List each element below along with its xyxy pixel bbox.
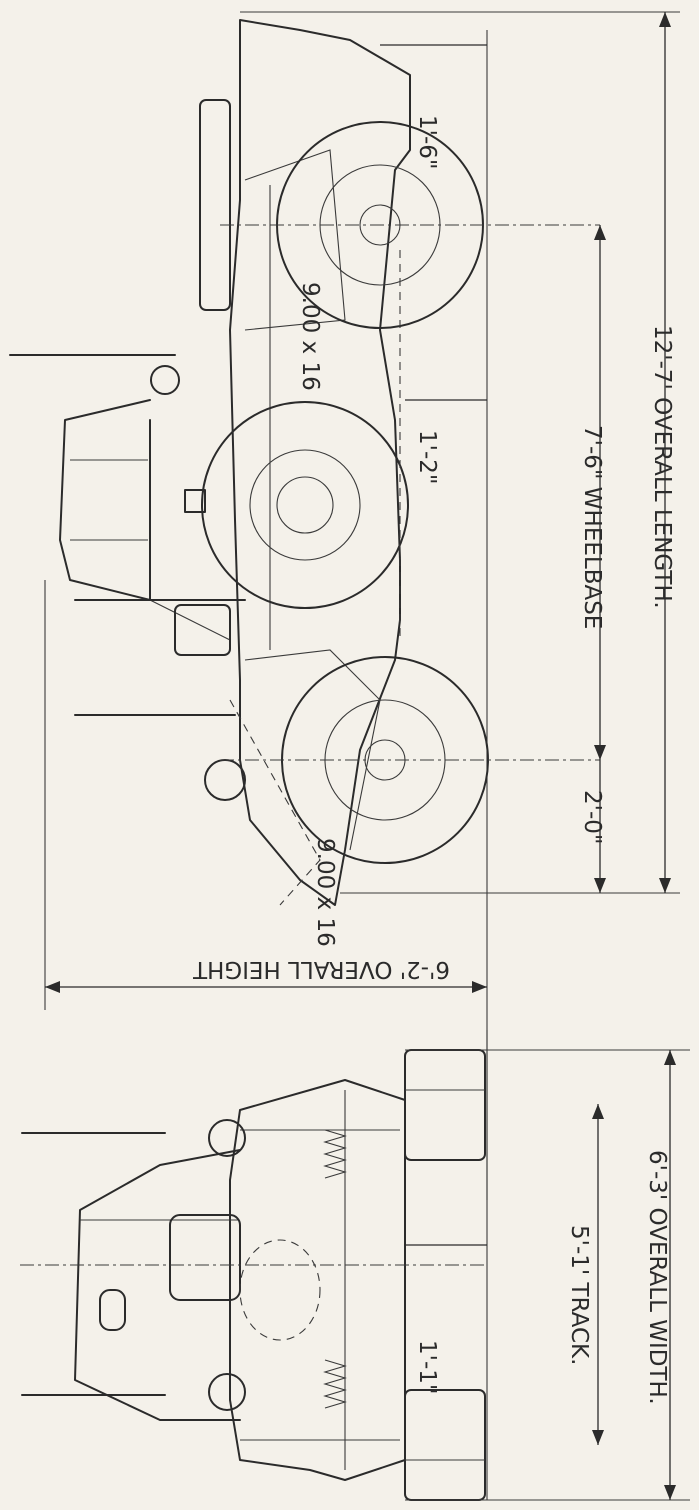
right-headlight xyxy=(208,1119,246,1157)
front-hull-panel xyxy=(244,649,381,851)
front-hatch xyxy=(169,1214,241,1301)
side-turret xyxy=(59,399,151,601)
side-view: 9.00 x 16 9.00 x 16 1'-6" 1'-2" 7'-6" WH… xyxy=(9,11,680,1200)
front-view: 1'-1" 5'-1' TRACK. 6'-3' OVERALL WIDTH. xyxy=(20,1030,690,1501)
right-wheel xyxy=(404,1049,486,1161)
headlamp xyxy=(204,759,246,801)
front-overhang-label: 2'-0" xyxy=(579,790,605,844)
left-coil-spring xyxy=(323,1359,347,1409)
side-vision-port xyxy=(184,489,206,513)
stowage-box xyxy=(199,99,231,311)
belly-clearance-label: 1'-2" xyxy=(414,430,440,484)
front-turret xyxy=(74,1149,241,1421)
turret-front-line xyxy=(149,599,231,641)
rear-hull-panel xyxy=(244,149,346,331)
rear-lamp xyxy=(150,365,180,395)
ground-clearance-label: 1'-1" xyxy=(414,1340,440,1394)
overall-width-arrow-top xyxy=(664,1050,676,1065)
right-coil-spring xyxy=(323,1129,347,1179)
track-arrow-top xyxy=(592,1104,604,1119)
height-dimension: 6'-2' OVERALL HEIGHT xyxy=(44,580,487,1010)
hidden-spare-wheel xyxy=(239,1239,321,1341)
left-headlight xyxy=(208,1373,246,1411)
overall-height-label: 6'-2' OVERALL HEIGHT xyxy=(192,956,450,982)
middle-wheel xyxy=(201,401,409,609)
overall-length-arrow-top xyxy=(659,12,671,27)
overall-height-arrow-left xyxy=(45,981,60,993)
left-wheel xyxy=(404,1389,486,1501)
track-arrow-bottom xyxy=(592,1430,604,1445)
side-hull-outline xyxy=(229,19,411,906)
overall-width-arrow-bottom xyxy=(664,1485,676,1500)
rear-clearance-label: 1'-6" xyxy=(414,115,440,169)
wheelbase-arrow-bottom xyxy=(594,745,606,760)
vision-block xyxy=(99,1289,126,1331)
front-overhang-arrow xyxy=(594,878,606,893)
overall-width-label: 6'-3' OVERALL WIDTH. xyxy=(644,1150,670,1405)
rear-tyre-label: 9.00 x 16 xyxy=(297,282,323,391)
side-door xyxy=(174,604,231,656)
overall-length-arrow-bottom xyxy=(659,878,671,893)
hidden-front-line xyxy=(229,699,321,906)
overall-length-label: 12'-7' OVERALL LENGTH. xyxy=(649,325,675,609)
front-hull-outline xyxy=(229,1079,406,1481)
wheelbase-arrow-top xyxy=(594,225,606,240)
front-tyre-label: 9.00 x 16 xyxy=(312,838,338,947)
track-label: 5'-1' TRACK. xyxy=(566,1225,592,1365)
wheelbase-label: 7'-6" WHEELBASE xyxy=(579,425,605,629)
overall-height-arrow-right xyxy=(472,981,487,993)
